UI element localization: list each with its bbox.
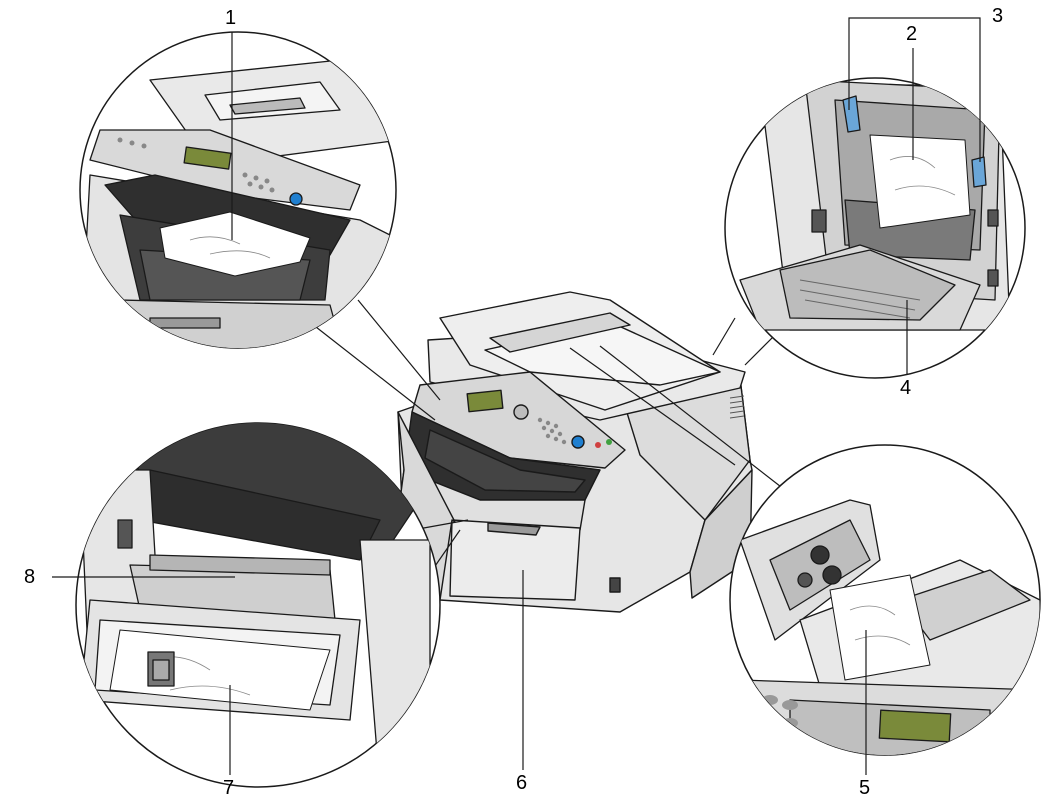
callout-1: 1 — [225, 7, 237, 29]
callout-3: 3 — [992, 5, 1004, 27]
detail-circle-rear-cover — [724, 77, 1026, 379]
callout-8: 8 — [24, 566, 36, 588]
center-printer — [397, 291, 753, 613]
callout-5: 5 — [859, 777, 871, 799]
detail-circle-adf — [729, 444, 1041, 756]
callout-4: 4 — [900, 377, 912, 399]
detail-circle-front-tray — [75, 422, 441, 788]
callout-2: 2 — [906, 23, 918, 45]
callout-leaders — [52, 17, 981, 775]
callout-6: 6 — [516, 772, 528, 794]
detail-circle-output-tray — [79, 31, 397, 349]
callout-7: 7 — [223, 777, 235, 799]
